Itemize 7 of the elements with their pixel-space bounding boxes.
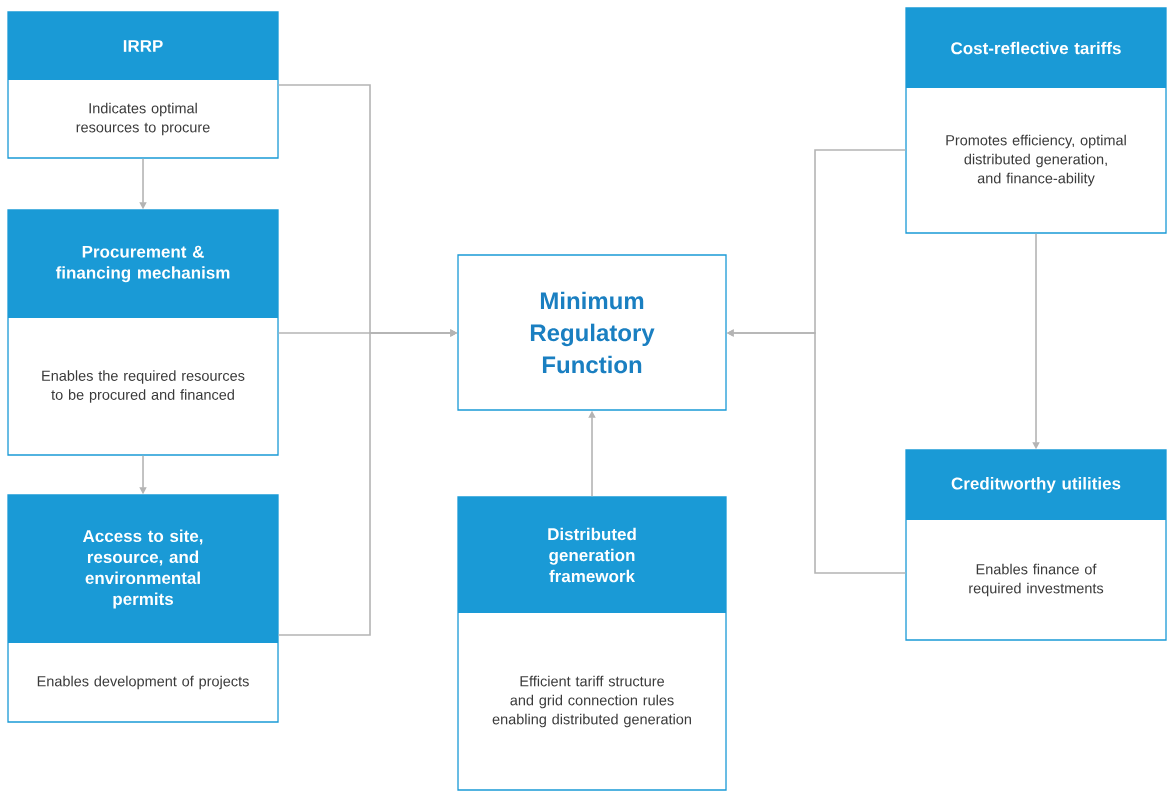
info-card: Access to site, resource, and environmental permits Enables development of projects xyxy=(7,494,279,723)
info-card: Creditworthy utilities Enables finance of required investments xyxy=(905,449,1167,641)
info-card: IRRP Indicates optimal resources to procure xyxy=(7,11,279,159)
center-box: Minimum Regulatory Function xyxy=(457,254,727,411)
info-card: Procurement & financing mechanism Enables the required resources to be procured and financed xyxy=(7,209,279,456)
info-card: Distributed generation framework Efficient tariff structure and grid connection rules enabling distributed generation xyxy=(457,496,727,791)
info-card: Cost-reflective tariffs Promotes efficiency, optimal distributed generation, and finance-ability xyxy=(905,7,1167,234)
